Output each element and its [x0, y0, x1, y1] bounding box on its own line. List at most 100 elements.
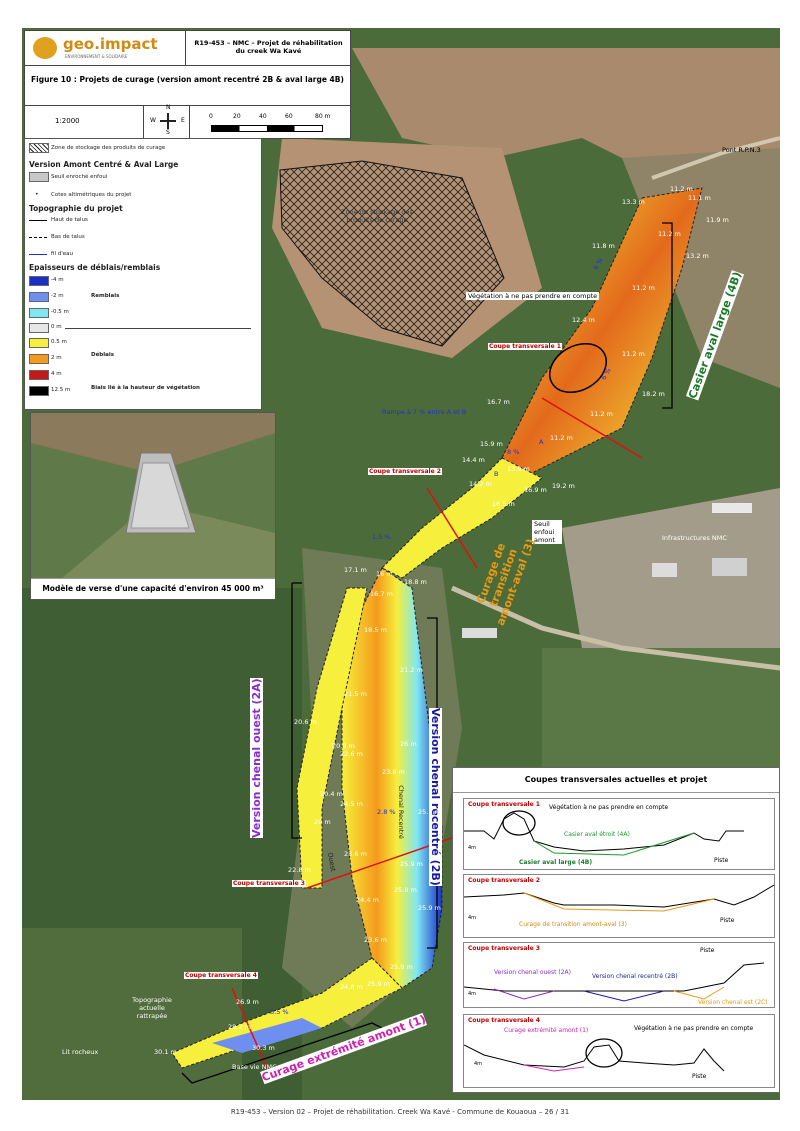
slope-label: 2.8 %: [377, 808, 396, 816]
section-label: Piste: [714, 857, 729, 864]
spot-dot-icon: •: [35, 191, 39, 198]
elevation: 26 m: [400, 740, 417, 748]
section-panel-3: Coupe transversale 3 Piste Version chena…: [463, 942, 775, 1008]
elevation: 11.2 m: [658, 230, 681, 238]
class-swatch: [29, 354, 49, 364]
legend-spot: Cotes altimétriques du projet: [51, 192, 132, 198]
figure-title: Figure 10 : Projets de curage (version a…: [31, 75, 344, 84]
elevation: 11.1 m: [688, 194, 711, 202]
logo-mark-icon: [33, 37, 57, 59]
section-label: Version chenal recentré (2B): [592, 973, 678, 980]
legend-sill: Seuil enroché enfoui: [51, 174, 108, 180]
class-value: 0.5 m: [51, 339, 67, 345]
hatch-swatch: [29, 143, 49, 153]
infra-label: Infrastructures NMC: [662, 534, 727, 542]
figure-title-row: Figure 10 : Projets de curage (version a…: [25, 65, 350, 106]
elevation: 14.2 m: [469, 480, 492, 488]
class-swatch: [29, 386, 49, 396]
elevation: 17.1 m: [344, 566, 367, 574]
elevation: 11.2 m: [550, 434, 573, 442]
canal-label: Chenal Recentré: [396, 785, 405, 839]
elevation: 15.9 m: [480, 440, 503, 448]
legend-version-title: Version Amont Centré & Aval Large: [29, 160, 179, 169]
elevation: 20 m: [314, 818, 331, 826]
compass-e: E: [181, 117, 185, 124]
logo-text: geo.impact: [63, 35, 158, 53]
elevation: 20.8 m: [332, 742, 355, 750]
elevation: 21.5 m: [344, 690, 367, 698]
scale-tick: 20: [233, 113, 241, 120]
section-title: Coupe transversale 2: [468, 877, 540, 884]
logo-subtitle: ENVIRONNEMENT & SOLIDAIRE: [65, 54, 128, 59]
divider: [189, 105, 190, 138]
elevation: 25.9 m: [400, 860, 423, 868]
scale-tick: 60: [285, 113, 293, 120]
title-block: geo.impact ENVIRONNEMENT & SOLIDAIRE R19…: [24, 30, 351, 139]
sections-title: Coupes transversales actuelles et projet: [453, 768, 779, 793]
coupe-1-label: Coupe transversale 1: [488, 343, 562, 350]
section-label: Version chenal est (2C): [698, 999, 768, 1006]
elevation: 25.1 m: [418, 808, 441, 816]
project-box: R19-453 – NMC – Projet de réhabilitation…: [185, 31, 351, 65]
point-a: A: [539, 438, 544, 446]
elevation: 22.8 m: [288, 866, 311, 874]
slope-label: 3.5 %: [270, 1008, 289, 1016]
class-swatch: [29, 370, 49, 380]
elevation: 13.2 m: [686, 252, 709, 260]
coupe-4-label: Coupe transversale 4: [184, 972, 258, 979]
inset-caption: Modèle de verse d'une capacité d'environ…: [31, 578, 275, 599]
elevation: 11.2 m: [670, 185, 693, 193]
elevation: 25.8 m: [394, 886, 417, 894]
section-profile: [464, 884, 774, 912]
section-panel-2: Coupe transversale 2 Curage de transitio…: [463, 874, 775, 938]
section-profile: [464, 962, 765, 1002]
legend-top-bank: Haut de talus: [51, 217, 88, 223]
section-label: Casier aval large (4B): [519, 859, 593, 866]
scale-ratio: 1:2000: [55, 117, 80, 125]
elevation: 13.3 m: [622, 198, 645, 206]
section-label: Curage de transition amont-aval (3): [519, 921, 627, 928]
section-profile: [464, 1038, 725, 1072]
point-b: B: [494, 470, 499, 478]
elevation: 25.9 m: [418, 904, 441, 912]
compass-bar: [160, 120, 176, 122]
section-scale: 4m: [468, 915, 477, 921]
section-scale: 4m: [468, 991, 477, 997]
section-label: Curage extrémité amont (1): [504, 1027, 589, 1034]
section-label: Casier aval étroit (4A): [564, 831, 630, 838]
slope-label: 1.5 %: [372, 533, 391, 541]
lit-rocheux-label: Lit rocheux: [62, 1048, 99, 1056]
base-vie-label: Base vie NMC: [232, 1063, 277, 1071]
class-swatch: [29, 276, 49, 286]
elevation: 18.2 m: [642, 390, 665, 398]
ramp-note: Rampe à 7 % entre A et B: [382, 408, 467, 416]
road-label: Pont R.P.N.3: [722, 146, 761, 154]
compass-s: S: [166, 129, 170, 136]
section-title: Coupe transversale 3: [468, 945, 540, 952]
compass-w: W: [150, 117, 156, 124]
divider: [143, 105, 144, 138]
storage-zone-label: Zone de stockage des produits de curage: [341, 208, 413, 224]
page-footer: R19-453 – Version 02 – Projet de réhabil…: [230, 1108, 570, 1116]
elevation: 22.6 m: [340, 750, 363, 758]
elevation: 20.6 m: [294, 718, 317, 726]
legend-thickness-title: Epaisseurs de déblais/remblais: [29, 263, 161, 272]
water-line-icon: [29, 254, 47, 255]
elevation: 13.9 m: [507, 465, 530, 473]
compass-n: N: [166, 104, 171, 111]
north-arrow-icon: N S E W: [147, 104, 189, 138]
class-swatch: [29, 292, 49, 302]
elevation: 11.8 m: [592, 242, 615, 250]
sill-swatch: [29, 172, 49, 182]
legend-water: fil d'eau: [51, 251, 73, 257]
zone-chenal-recentre: Version chenal recentré (2B): [429, 708, 442, 886]
scale-tick: 80 m: [315, 113, 331, 120]
section-label: Piste: [720, 917, 735, 924]
veg-note-map: Végétation à ne pas prendre en compte: [466, 292, 600, 300]
scale-row: 1:2000 N S E W 0 20 40 60 80 m: [25, 104, 350, 138]
section-label: Végétation à ne pas prendre en compte: [634, 1025, 754, 1032]
elevation: 11.2 m: [590, 410, 613, 418]
deblais-label: Déblais: [91, 352, 114, 358]
elevation: 18.5 m: [364, 626, 387, 634]
remblais-label: Remblais: [91, 293, 120, 299]
